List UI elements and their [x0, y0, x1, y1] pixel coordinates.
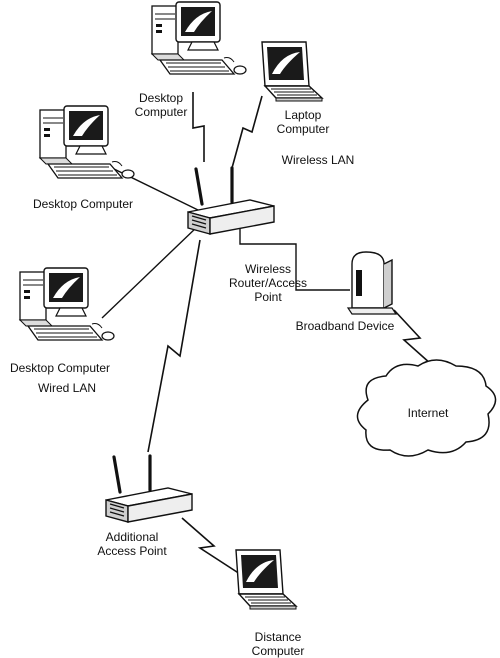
broadband-device-icon [346, 251, 398, 315]
additional-ap-line1: Additional [105, 530, 159, 544]
internet-cloud-icon [356, 359, 497, 457]
desktop-computer-top-icon [151, 1, 247, 75]
distance-computer-label: Distance Computer [238, 630, 318, 658]
desktop-computer-left-label: Desktop Computer [32, 197, 134, 211]
additional-access-point-label: Additional Access Point [82, 530, 182, 558]
wired-link-broadband [239, 228, 350, 291]
router-line3: Point [254, 290, 282, 304]
broadband-device-label: Broadband Device [295, 319, 395, 333]
desktop-top-line2: Computer [134, 105, 188, 119]
desktop-computer-left-icon [39, 105, 135, 179]
wireless-lan-label: Wireless LAN [281, 153, 355, 167]
internet-label: Internet [407, 406, 449, 420]
desktop-computer-bottom-left-label: Desktop Computer [9, 361, 111, 375]
wireless-link-desktop-top [192, 92, 205, 162]
additional-ap-line2: Access Point [97, 544, 167, 558]
desktop-computer-bottom-left-icon [19, 267, 115, 341]
wireless-router-label: Wireless Router/Access Point [218, 262, 318, 304]
laptop-top-line1: Laptop [284, 108, 322, 122]
wireless-router-icon [186, 166, 276, 236]
wireless-link-laptop-top [231, 95, 263, 169]
broadband-internet-link [393, 309, 441, 373]
desktop-top-line1: Desktop [138, 91, 184, 105]
laptop-computer-icon [261, 41, 323, 102]
distance-computer-icon [235, 549, 297, 610]
distance-line1: Distance [254, 630, 302, 644]
wired-lan-label: Wired LAN [37, 381, 96, 395]
router-line1: Wireless [244, 262, 291, 276]
additional-access-point-icon [104, 454, 194, 524]
desktop-computer-top-label: Desktop Computer [126, 91, 196, 119]
wireless-link-additional-ap [147, 239, 201, 453]
laptop-top-line2: Computer [276, 122, 330, 136]
wireless-link-distance [181, 517, 241, 575]
wired-link-desktop-bottom-left [101, 225, 199, 319]
router-line2: Router/Access [228, 276, 308, 290]
distance-line2: Computer [251, 644, 305, 658]
laptop-computer-label: Laptop Computer [263, 108, 343, 136]
